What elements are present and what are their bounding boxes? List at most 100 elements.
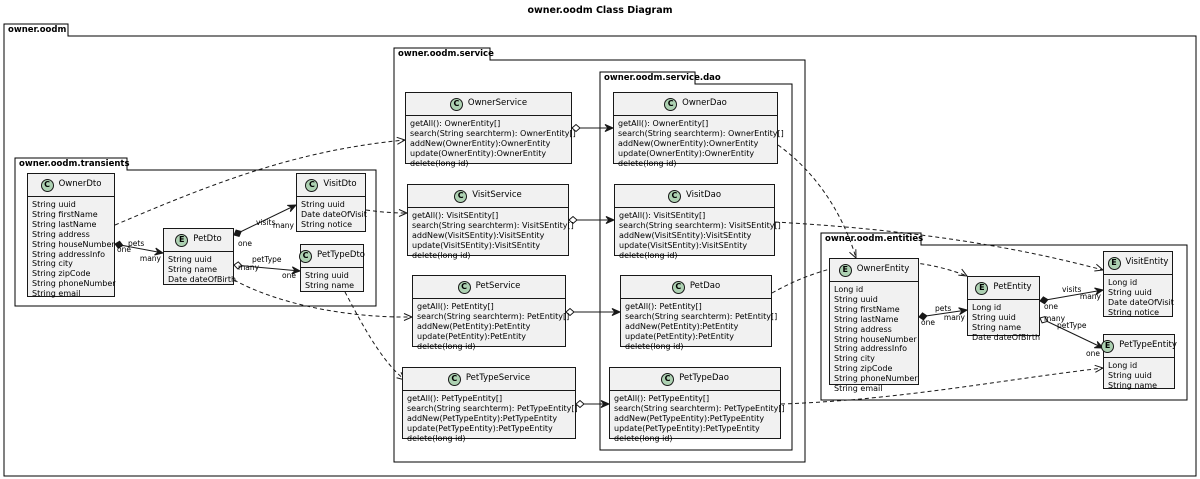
class-name-pettypeservice: PetTypeService xyxy=(465,373,531,384)
class-header: C PetDao xyxy=(621,276,771,299)
class-member: delete(long id) xyxy=(410,158,469,168)
class-name-petservice: PetService xyxy=(475,281,521,292)
dependency-visitdto-visitservice xyxy=(365,209,408,214)
class-member: addNew(PetTypeEntity):PetTypeEntity xyxy=(614,413,765,423)
edge-petentity-pettypeentity xyxy=(1039,317,1104,349)
class-member: search(String searchterm): PetEntity[] xyxy=(625,311,778,321)
class-member: Long id xyxy=(1108,278,1138,287)
edge-label-many: many xyxy=(1080,292,1102,301)
arrow-head xyxy=(605,216,616,224)
class-member: String notice xyxy=(1108,307,1160,317)
class-members: getAll(): OwnerEntity[]search(String sea… xyxy=(406,116,576,169)
edge-label-pets: pets xyxy=(935,304,951,313)
class-member: String houseNumber xyxy=(32,239,115,249)
class-member: String phoneNumber xyxy=(32,279,116,289)
package-service xyxy=(393,47,806,463)
class-member: update(VisitSEntity):VisitSEntity xyxy=(619,240,748,250)
package-service-label: owner.oodm.service xyxy=(398,49,494,59)
aggregation-diamond xyxy=(571,123,581,133)
class-member: delete(long id) xyxy=(412,250,471,260)
class-member: String firstName xyxy=(32,209,98,219)
dependency-ownerdao-ownerentity xyxy=(777,144,857,259)
arrow-head xyxy=(154,247,165,256)
class-member: String city xyxy=(32,259,73,269)
class-member: Long id xyxy=(972,303,1002,312)
class-member: Long id xyxy=(1108,361,1138,370)
class-name-petentity: PetEntity xyxy=(993,282,1032,293)
class-member: String addressInfo xyxy=(32,249,105,259)
class-member: addNew(PetTypeEntity):PetTypeEntity xyxy=(407,413,558,423)
arrow-head xyxy=(611,308,622,316)
class-stereotype-icon: C xyxy=(671,280,685,294)
class-stereotype-icon: C xyxy=(457,280,471,294)
dependency-pettypedao-pettypeentity xyxy=(780,367,1104,405)
class-header: E PetEntity xyxy=(968,277,1039,300)
class-member: search(String searchterm): PetEntity[] xyxy=(417,311,570,321)
class-member: String notice xyxy=(301,219,353,229)
class-header: C PetService xyxy=(413,276,565,299)
package-root-label: owner.oodm xyxy=(8,25,67,35)
edge-label-one: one xyxy=(1044,302,1058,311)
class-member: addNew(PetEntity):PetEntity xyxy=(625,321,739,331)
class-name-visitdao: VisitDao xyxy=(685,190,722,201)
class-name-petdao: PetDao xyxy=(689,281,721,292)
class-name-ownerdao: OwnerDao xyxy=(682,98,727,109)
class-member: update(PetEntity):PetEntity xyxy=(417,331,527,341)
class-member: String uuid xyxy=(301,200,345,209)
package-entities-label: owner.oodm.entities xyxy=(825,234,924,244)
class-stereotype-icon: C xyxy=(449,97,463,111)
class-member: String uuid xyxy=(305,271,349,280)
class-member: String address xyxy=(32,229,90,239)
aggregation-diamond xyxy=(568,215,578,225)
arrow-head xyxy=(604,124,615,132)
class-member: getAll(): PetTypeEntity[] xyxy=(407,394,503,403)
class-member: String lastName xyxy=(834,314,899,324)
entity-stereotype-icon: E xyxy=(975,281,989,295)
class-member: getAll(): OwnerEntity[] xyxy=(410,119,501,128)
edge-label-one: one xyxy=(282,271,296,280)
diagram-title: owner.oodm Class Diagram xyxy=(527,5,673,16)
class-member: update(VisitSEntity):VisitSEntity xyxy=(412,240,541,250)
class-member: getAll(): OwnerEntity[] xyxy=(618,119,709,128)
class-member: addNew(VisitSEntity):VisitSEntity xyxy=(412,230,545,240)
package-dao-label: owner.oodm.service.dao xyxy=(604,73,721,83)
arrow-head xyxy=(1094,287,1105,296)
class-member: addNew(OwnerEntity):OwnerEntity xyxy=(618,138,759,148)
class-member: String name xyxy=(1108,380,1158,390)
edge-label-many: many xyxy=(140,254,162,263)
edge-label-many: many xyxy=(238,263,260,272)
class-member: delete(long id) xyxy=(625,341,684,351)
class-member: search(String searchterm): VisitSEntity[… xyxy=(412,220,574,230)
edge-petdto-visitdto xyxy=(233,204,297,236)
open-arrow-head xyxy=(958,268,969,277)
class-name-pettypedto: PetTypeDto xyxy=(317,250,365,261)
